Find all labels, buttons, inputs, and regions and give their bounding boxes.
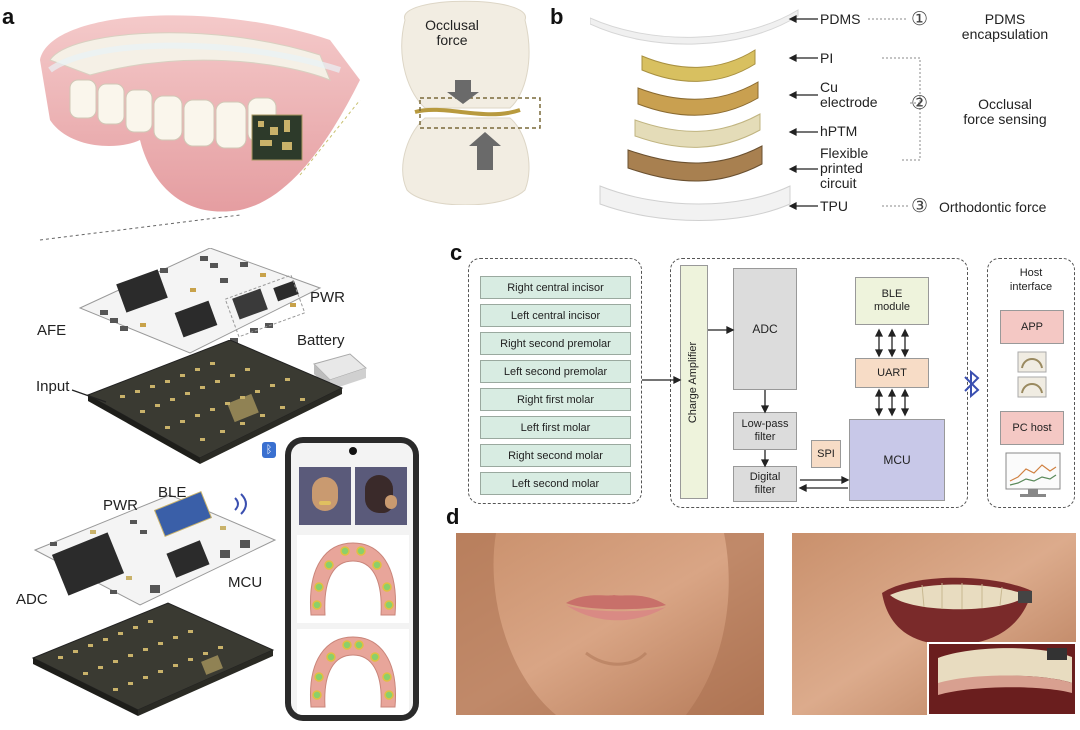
upper-arch-image [297,535,409,623]
pc-host-block: PC host [1000,411,1064,445]
panel-label-b: b [550,4,564,29]
pcb-layer-top [86,340,344,464]
group-label-pdms-encapsulation: PDMS encapsulation [961,11,1049,42]
layer-arrows [788,15,818,210]
occlusal-force-teeth [401,0,541,205]
low-pass-filter-block: Low-pass filter [733,412,797,450]
adc-label: ADC [16,591,48,608]
mcu-block: MCU [849,419,945,501]
tooth-sensor-right-central-incisor: Right central incisor [480,276,631,299]
group-label-occlusal-force-sensing: Occlusal force sensing [963,96,1047,127]
mcu-label: MCU [228,574,263,591]
phone-screen [291,443,413,715]
lower-arch-image [297,629,409,715]
layer-fpc-label: Flexible printed circuit [820,145,869,191]
face-front-image [299,467,351,525]
block-diagram-arrows [642,325,910,493]
smartphone [285,437,419,721]
app-block: APP [1000,310,1064,344]
pwr-label-top: PWR [310,289,345,306]
ble-module-block: BLE module [855,277,929,325]
teeth-sensor-group [468,258,642,504]
layer-tpu-label: TPU [820,198,848,214]
group-connectors [868,18,921,207]
component-layer-top [78,248,322,354]
layer-cu-label: Cu electrode [820,79,878,110]
digital-filter-block: Digital filter [733,466,797,502]
tooth-sensor-left-second-premolar: Left second premolar [480,360,631,383]
ble-label: BLE [158,484,187,501]
afe-label: AFE [37,322,67,339]
tooth-sensor-left-central-incisor: Left central incisor [480,304,631,327]
face-closed-mouth-photo [456,533,764,715]
host-interface-group [987,258,1075,508]
phone-camera [349,447,357,455]
panel-label-a: a [2,4,15,29]
aligner-illustration [39,15,361,241]
panel-label-d: d [446,504,460,529]
battery-label: Battery [297,332,345,349]
group-number-3: ③ [911,196,929,217]
input-pointer-line [71,389,107,403]
charge-amplifier-block: Charge Amplifier [680,265,708,499]
adc-block: ADC [733,268,797,390]
processing-group [670,258,968,508]
uart-block: UART [855,358,929,388]
layer-hptm-label: hPTM [820,123,858,139]
face-side-image [355,467,407,525]
pcb-layer-bottom [31,602,275,716]
bluetooth-icon: ᛒ [262,442,276,458]
tooth-sensor-left-second-molar: Left second molar [480,472,631,495]
layer-pdms-label: PDMS [820,11,861,27]
tooth-sensor-right-second-premolar: Right second premolar [480,332,631,355]
tooth-sensor-right-second-molar: Right second molar [480,444,631,467]
tooth-sensor-right-first-molar: Right first molar [480,388,631,411]
group-label-orthodontic-force: Orthodontic force [939,199,1047,215]
component-layer-bottom [33,491,277,606]
bluetooth-symbol-icon [964,369,980,399]
aligner-thumbnail-icon [1017,351,1047,398]
spi-block: SPI [811,440,841,468]
input-label: Input [36,378,70,395]
layer-stack-illustration [590,9,799,221]
tooth-sensor-left-first-molar: Left first molar [480,416,631,439]
group-number-1: ① [911,9,929,30]
layer-pi-label: PI [820,50,834,66]
panel-label-c: c [450,240,463,265]
pwr-label-bottom: PWR [103,497,138,514]
face-smile-aligner-photo [792,533,1076,715]
group-number-2: ② [911,93,929,114]
host-interface-label: Host interface [1009,267,1053,293]
occlusal-force-label: Occlusal force [425,17,479,48]
monitor-icon [1005,452,1061,497]
